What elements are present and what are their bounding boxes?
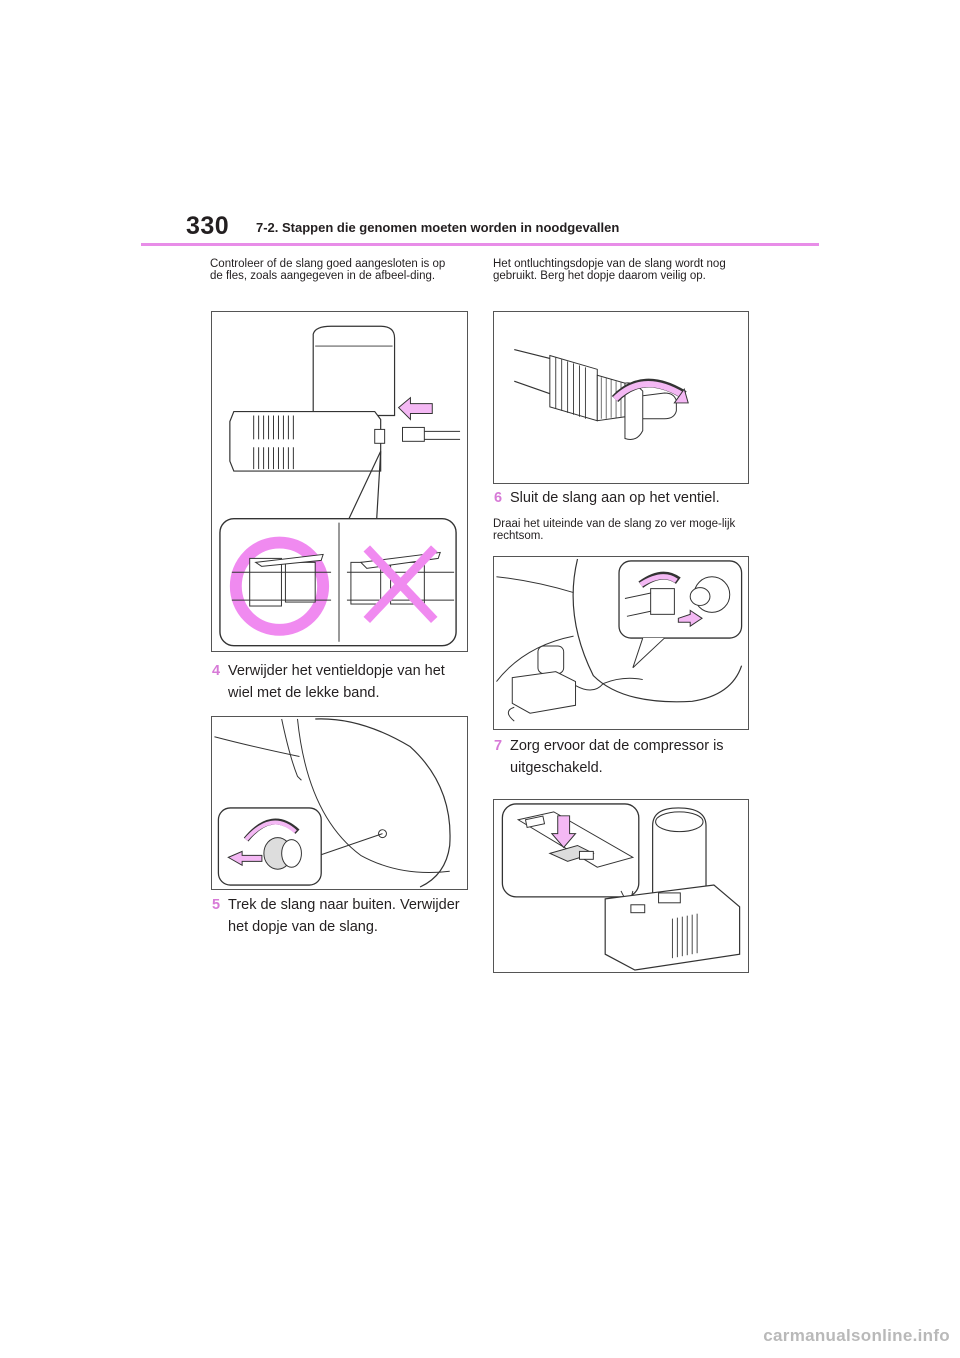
step-7-line-1: Zorg ervoor dat de compressor is <box>510 738 724 754</box>
step-7-number: 7 <box>494 738 503 754</box>
hose-valve-illustration <box>496 558 743 722</box>
figure-hose-cap-removal <box>493 311 749 484</box>
step-4-line-1: Verwijder het ventieldopje van het <box>228 663 445 679</box>
step-4-line-2: wiel met de lekke band. <box>228 685 380 701</box>
valve-cap-illustration <box>214 718 451 888</box>
step-6-line-1: Sluit de slang aan op het ventiel. <box>510 490 720 506</box>
section-title: 7-2. Stappen die genomen moeten worden i… <box>256 220 620 235</box>
step-6: 6 Sluit de slang aan op het ventiel. <box>494 487 720 509</box>
step-6-number: 6 <box>494 490 503 506</box>
page-number: 330 <box>186 212 230 240</box>
compressor-switch-illustration <box>501 803 741 971</box>
figure-hose-to-valve <box>493 556 749 730</box>
left-intro-text: Controleer of de slang goed aangesloten … <box>210 258 446 282</box>
hose-cap-illustration <box>514 348 689 441</box>
step-5-number: 5 <box>212 897 221 913</box>
watermark: carmanualsonline.info <box>763 1326 950 1345</box>
hose-bottle-illustration <box>219 325 461 647</box>
step-5-line-1: Trek de slang naar buiten. Verwijder <box>228 897 460 913</box>
step-7: 7 Zorg ervoor dat de compressor is uitges… <box>494 735 724 779</box>
right-intro-text: Het ontluchtingsdopje van de slang wordt… <box>493 258 726 282</box>
step-4-number: 4 <box>212 663 221 679</box>
step-6-note: Draai het uiteinde van de slang zo ver m… <box>493 518 736 542</box>
step-5: 5 Trek de slang naar buiten. Verwijder he… <box>212 894 460 938</box>
figure-valve-cap-removal <box>211 716 468 890</box>
step-4: 4 Verwijder het ventieldopje van het wiel… <box>212 660 445 704</box>
figure-hose-bottle-connection <box>211 311 468 652</box>
step-7-line-2: uitgeschakeld. <box>510 760 603 776</box>
step-5-line-2: het dopje van de slang. <box>228 919 378 935</box>
header-rule <box>141 243 819 246</box>
figure-compressor-switch <box>493 799 749 973</box>
